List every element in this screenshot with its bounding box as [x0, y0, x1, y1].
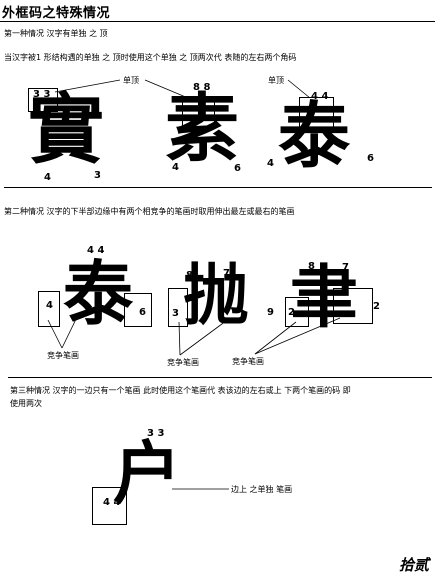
corner-box — [285, 297, 309, 327]
page-mark: 拾贰 — [398, 556, 429, 574]
bottom-right-code: 3 — [94, 170, 101, 181]
example-character: 抛 — [183, 256, 249, 334]
section2-callout-left: 竞争笔画 — [47, 351, 79, 360]
page-title: 外框码之特殊情况 — [2, 6, 111, 21]
bottom-left-code: 4 — [44, 172, 51, 183]
bottom-left-code: 4 — [172, 162, 179, 173]
left-code: 2 — [288, 307, 295, 318]
top-code: 3 3 — [33, 89, 51, 100]
example-character: 泰 — [63, 252, 133, 335]
section3-callout: 边上 之单独 笔画 — [231, 485, 293, 494]
section-divider — [8, 377, 432, 378]
top-code: 8 8 — [193, 82, 211, 93]
corner-box — [92, 487, 127, 525]
right-code: 9 — [267, 307, 274, 318]
right-code: 2 — [373, 301, 380, 312]
top-code-2: 7 — [342, 262, 349, 273]
corner-box — [168, 288, 188, 327]
left-code: 3 — [172, 308, 179, 319]
left-code: 4 — [46, 300, 53, 311]
example-character: 聿 — [290, 258, 359, 338]
right-code: 6 — [139, 307, 146, 318]
top-code: 8 — [308, 261, 315, 272]
top-code: 4 4 — [87, 245, 105, 256]
section1-callout-right: 单顶 — [268, 76, 284, 85]
top-code: 8 — [186, 270, 193, 281]
corner-box — [28, 88, 58, 112]
bottom-left-code: 4 — [267, 158, 274, 169]
example-character: 户 — [113, 434, 182, 514]
section3-heading: 第三种情况 汉字的一边只有一个笔画 此时使用这个笔画代 表该边的左右或上 下两个… — [10, 386, 351, 395]
corner-box — [299, 97, 334, 131]
corner-box — [182, 96, 215, 128]
corner-box — [124, 293, 152, 327]
left-code: 4 4 — [103, 497, 121, 508]
section2-callout-mid: 竞争笔画 — [167, 358, 199, 367]
top-code-2: 7 — [223, 268, 230, 279]
example-character: 實 — [28, 85, 104, 174]
section1-heading: 第一种情况 汉字有单独 之 顶 — [4, 29, 108, 38]
corner-box — [333, 288, 373, 324]
corner-box — [38, 291, 60, 327]
section-divider — [4, 187, 432, 188]
bottom-right-code: 6 — [367, 153, 374, 164]
top-code: 4 4 — [311, 91, 329, 102]
bottom-right-code: 6 — [234, 163, 241, 174]
top-code: 3 3 — [147, 428, 165, 439]
section1-description: 当汉字被1 形结构遇的单独 之 顶时使用这个单独 之 顶两次代 表随的左右两个角… — [4, 53, 297, 62]
example-character: 素 — [165, 86, 239, 172]
section1-callout-left: 单顶 — [123, 76, 139, 85]
title-rule — [0, 21, 435, 22]
section2-callout-right: 竞争笔画 — [232, 357, 264, 366]
section2-heading: 第二种情况 汉字的下半部边缘中有两个相竞争的笔画时取用伸出最左或最右的笔画 — [4, 207, 295, 216]
example-character: 泰 — [278, 93, 351, 178]
section3-heading-cont: 使用两次 — [10, 399, 42, 408]
